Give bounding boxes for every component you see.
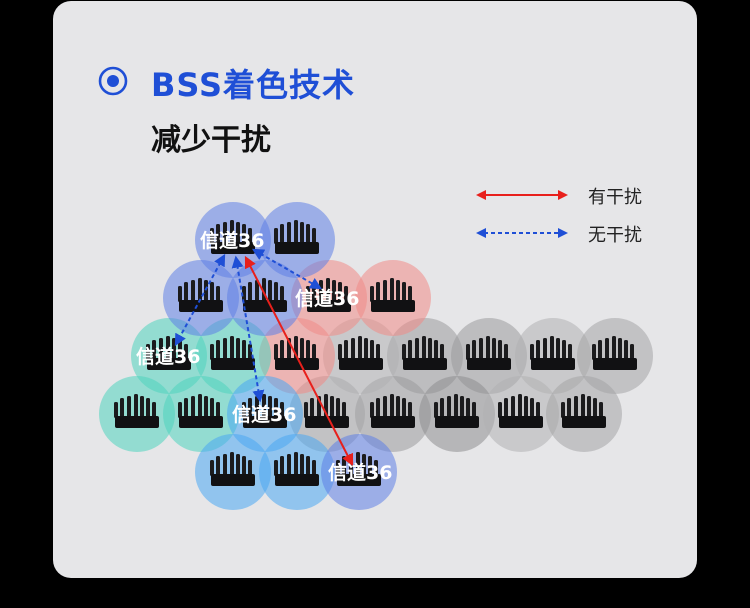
blue-dashed-double-arrow-icon	[476, 228, 568, 238]
channel-label: 信道36	[328, 461, 392, 484]
page-subtitle: 减少干扰	[151, 123, 271, 158]
radio-selected-icon	[98, 66, 128, 96]
channel-label: 信道36	[295, 287, 359, 310]
channel-label: 信道36	[200, 229, 264, 252]
legend-label-interference: 有干扰	[588, 187, 642, 208]
page-title: BSS着色技术	[151, 66, 356, 104]
channel-labels: 信道36 信道36 信道36 信道36 信道36	[136, 229, 392, 484]
channel-label: 信道36	[232, 403, 296, 426]
channel-label: 信道36	[136, 345, 200, 368]
legend-label-no-interference: 无干扰	[588, 225, 642, 246]
interference-arrows	[174, 248, 354, 467]
blue-dashed-arrow	[174, 253, 226, 347]
red-arrow	[244, 255, 354, 467]
red-double-arrow-icon	[476, 190, 568, 200]
